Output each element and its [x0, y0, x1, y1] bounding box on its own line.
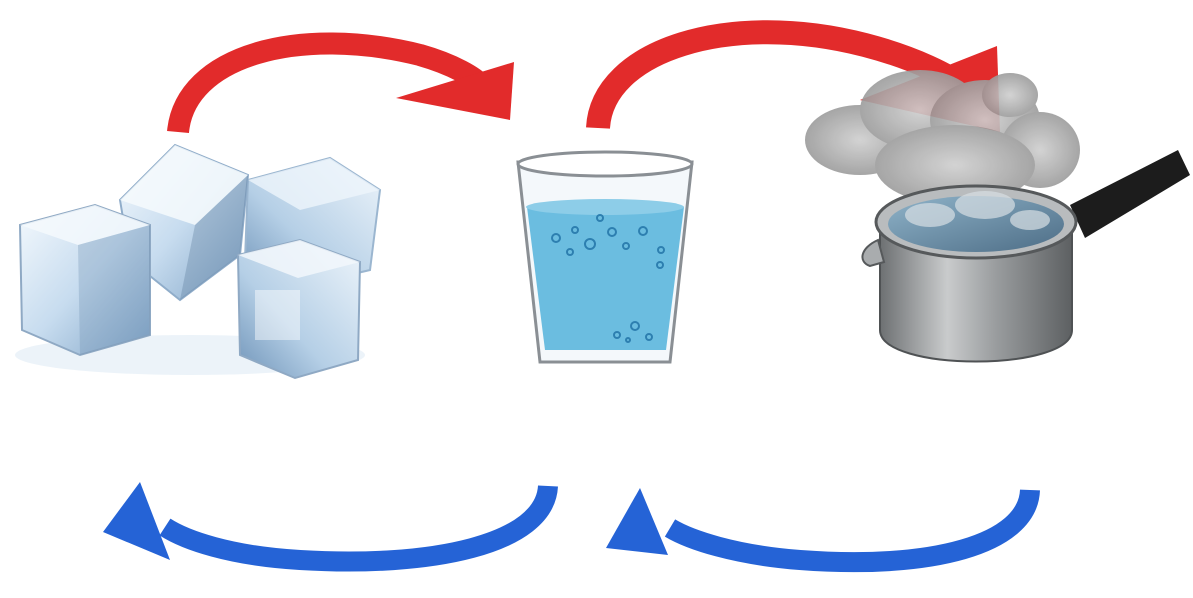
heat-arrow-ice-to-water: [178, 44, 514, 132]
steaming-pot-icon: [805, 70, 1190, 362]
water-glass-icon: [518, 152, 692, 362]
cool-arrow-steam-to-water: [606, 488, 1030, 562]
ice-cubes-icon: [15, 145, 380, 378]
cool-arrow-water-to-ice: [103, 482, 548, 562]
